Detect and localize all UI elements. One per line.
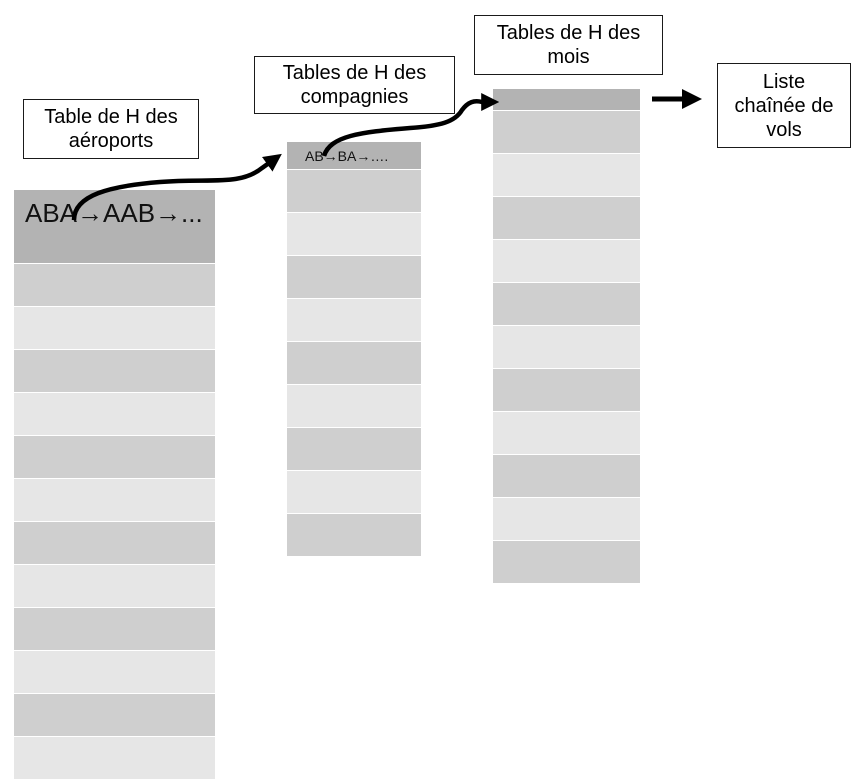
compagnies-bucket-row (287, 170, 421, 213)
compagnies-bucket-row (287, 428, 421, 471)
aeroports-bucket-row (14, 393, 215, 436)
compagnies-bucket-row (287, 471, 421, 514)
aeroports-bucket-row (14, 479, 215, 522)
mois-bucket-row (493, 541, 640, 584)
aeroports-bucket-row (14, 694, 215, 737)
aeroports-bucket-row (14, 264, 215, 307)
mois-bucket-row (493, 240, 640, 283)
hash-table-compagnies: AB→BA→…. (287, 142, 421, 557)
hash-table-mois-head-row (493, 89, 640, 111)
compagnies-bucket-row (287, 299, 421, 342)
mois-bucket-row (493, 369, 640, 412)
hash-table-compagnies-head-row: AB→BA→…. (287, 142, 421, 170)
aeroports-bucket-row (14, 737, 215, 780)
mois-bucket-row (493, 154, 640, 197)
label-tables-mois: Tables de H des mois (474, 15, 663, 75)
aeroports-chain-text: ABA→AAB→... (25, 198, 203, 228)
label-tables-compagnies: Tables de H des compagnies (254, 56, 455, 114)
aeroports-bucket-row (14, 608, 215, 651)
aeroports-bucket-row (14, 307, 215, 350)
hash-table-mois (493, 89, 640, 584)
mois-bucket-row (493, 412, 640, 455)
compagnies-bucket-row (287, 385, 421, 428)
mois-bucket-row (493, 111, 640, 154)
label-liste-chainee-vols: Liste chaînée de vols (717, 63, 851, 148)
hash-table-aeroports: ABA→AAB→... (14, 190, 215, 780)
mois-bucket-row (493, 326, 640, 369)
mois-bucket-row (493, 455, 640, 498)
label-table-aeroports: Table de H des aéroports (23, 99, 199, 159)
mois-bucket-row (493, 498, 640, 541)
aeroports-bucket-row (14, 436, 215, 479)
aeroports-bucket-row (14, 350, 215, 393)
aeroports-bucket-row (14, 651, 215, 694)
compagnies-chain-text: AB→BA→…. (305, 148, 389, 164)
mois-bucket-row (493, 283, 640, 326)
compagnies-bucket-row (287, 256, 421, 299)
compagnies-bucket-row (287, 514, 421, 557)
aeroports-bucket-row (14, 522, 215, 565)
aeroports-bucket-row (14, 565, 215, 608)
compagnies-bucket-row (287, 342, 421, 385)
hash-table-aeroports-head-row: ABA→AAB→... (14, 190, 215, 264)
mois-bucket-row (493, 197, 640, 240)
compagnies-bucket-row (287, 213, 421, 256)
